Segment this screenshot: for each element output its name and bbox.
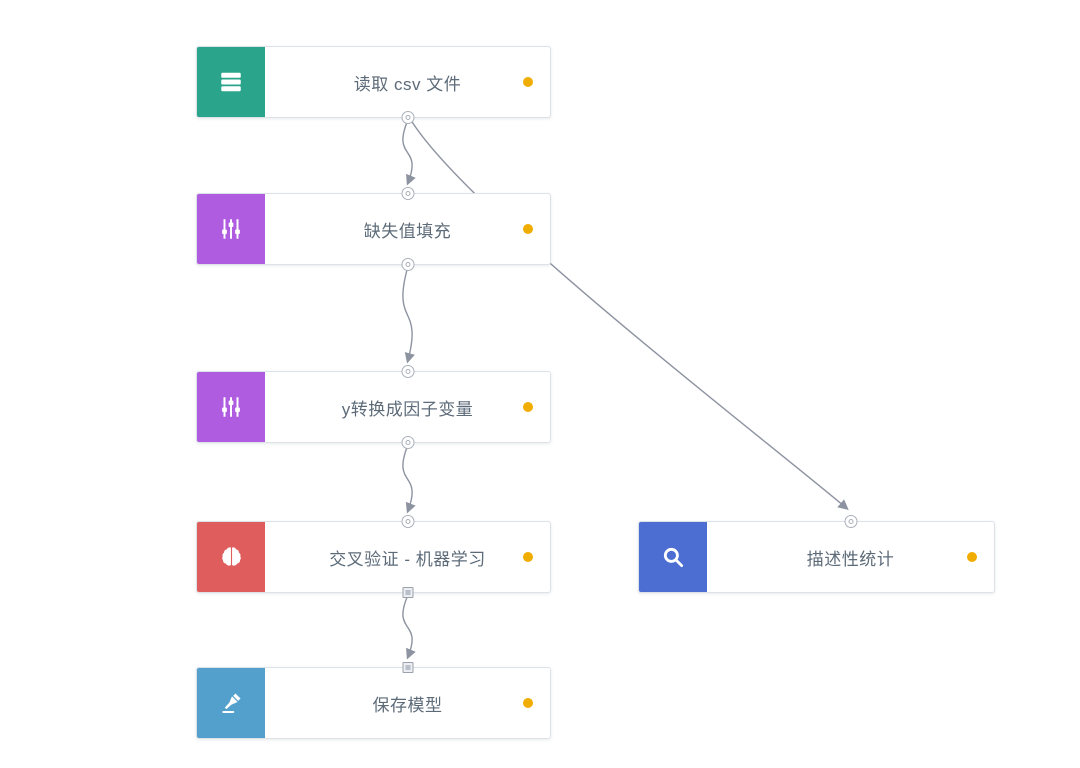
edge-connection[interactable]	[402, 595, 416, 660]
node-read-csv-file[interactable]: 读取 csv 文件	[196, 46, 551, 124]
node-cross-validation-ml[interactable]: 交叉验证 - 机器学习	[196, 515, 551, 598]
brain-icon	[197, 522, 265, 592]
node-body: 保存模型	[265, 662, 550, 738]
status-indicator	[967, 552, 977, 562]
node-label: y转换成因子变量	[341, 399, 474, 419]
node-label: 保存模型	[372, 695, 443, 715]
node-body: 读取 csv 文件	[265, 47, 550, 124]
output-port[interactable]	[401, 436, 414, 449]
node-label: 缺失值填充	[363, 221, 452, 241]
pen-nib-icon	[197, 668, 265, 738]
status-indicator	[523, 698, 533, 708]
status-indicator	[523, 552, 533, 562]
edge-connection[interactable]	[402, 445, 416, 514]
edge-connection[interactable]	[402, 120, 416, 186]
sliders-icon	[197, 194, 265, 264]
output-port[interactable]	[401, 258, 414, 271]
node-body: 描述性统计	[707, 515, 994, 592]
status-indicator	[523, 77, 533, 87]
edge-connection[interactable]	[410, 120, 849, 511]
edge-connection[interactable]	[402, 267, 415, 364]
node-label: 交叉验证 - 机器学习	[329, 549, 486, 569]
sliders-icon	[197, 372, 265, 442]
input-port[interactable]	[401, 187, 414, 200]
status-indicator	[523, 402, 533, 412]
status-indicator	[523, 224, 533, 234]
output-port[interactable]	[401, 111, 414, 124]
input-port[interactable]	[402, 662, 413, 673]
node-descriptive-stats[interactable]: 描述性统计	[638, 515, 995, 593]
output-port[interactable]	[402, 587, 413, 598]
node-save-model[interactable]: 保存模型	[196, 662, 551, 739]
input-port[interactable]	[844, 515, 857, 528]
database-icon	[197, 47, 265, 117]
search-icon	[639, 522, 707, 592]
node-label: 读取 csv 文件	[353, 74, 462, 94]
node-missing-value-fill[interactable]: 缺失值填充	[196, 187, 551, 271]
node-body: 交叉验证 - 机器学习	[265, 515, 550, 598]
node-label: 描述性统计	[806, 549, 895, 569]
node-body: y转换成因子变量	[265, 365, 550, 449]
node-y-to-factor[interactable]: y转换成因子变量	[196, 365, 551, 449]
input-port[interactable]	[401, 515, 414, 528]
input-port[interactable]	[401, 365, 414, 378]
node-body: 缺失值填充	[265, 187, 550, 271]
